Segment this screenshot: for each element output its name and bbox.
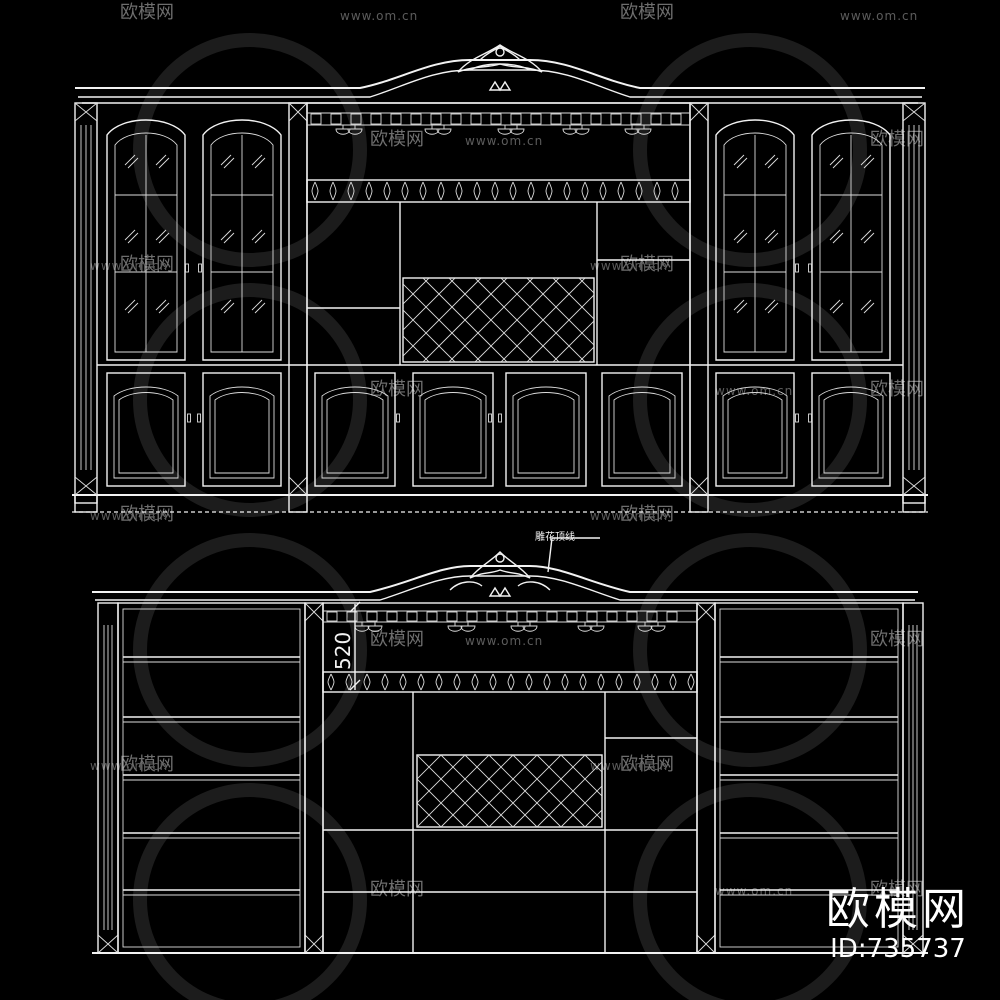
watermark-url: www.om.cn — [715, 384, 793, 398]
watermark-url: www.om.cn — [715, 884, 793, 898]
carved-crown-callout: 雕花顶线 — [535, 530, 600, 573]
watermark-brand: 欧模网 — [620, 504, 674, 525]
watermark-ring — [133, 283, 367, 517]
watermark-ring — [133, 33, 367, 267]
watermark-brand: 欧模网 — [620, 2, 674, 23]
site-name: 欧模网 — [826, 884, 970, 935]
lattice-wine-rack — [403, 278, 594, 362]
post-cross-marks — [74, 102, 926, 496]
watermark-url: www.om.cn — [90, 259, 168, 273]
dentil-band — [307, 112, 690, 126]
model-id: ID:735737 — [830, 934, 966, 964]
watermark-ring — [133, 533, 367, 767]
front-elevation-open-shelving — [92, 551, 928, 954]
lower-panel-doors — [106, 372, 891, 487]
watermark-brand: 欧模网 — [120, 754, 174, 775]
watermark-url: www.om.cn — [590, 259, 668, 273]
lattice-wine-rack-bottom — [417, 755, 602, 827]
watermark-ring — [633, 283, 867, 517]
watermark-url: www.om.cn — [590, 509, 668, 523]
wine-glass-hangers — [335, 124, 652, 135]
watermark-brand: 欧模网 — [370, 879, 424, 900]
watermark-ring — [133, 783, 367, 1000]
post-cross-marks-bottom — [97, 602, 924, 954]
watermark-url: www.om.cn — [465, 634, 543, 648]
pilaster-flutes-bottom — [103, 625, 918, 930]
wine-glass-hangers-bottom — [354, 621, 666, 632]
watermark-brand: 欧模网 — [120, 254, 174, 275]
spindle-rail — [311, 181, 679, 201]
carved-crest-bottom — [449, 551, 551, 598]
watermark-ring — [633, 33, 867, 267]
watermark-brand: 欧模网 — [370, 129, 424, 150]
watermark-brand: 欧模网 — [370, 629, 424, 650]
pilaster-flutes — [80, 125, 920, 470]
watermark-url: www.om.cn — [90, 509, 168, 523]
watermark-brand: 欧模网 — [870, 629, 924, 650]
brand-stamp: 欧模网 ID:735737 — [826, 884, 970, 965]
watermark-url: www.om.cn — [590, 759, 668, 773]
spindle-rail-bottom — [327, 673, 695, 691]
watermark-brand: 欧模网 — [870, 379, 924, 400]
watermark-brand: 欧模网 — [120, 2, 174, 23]
watermark-brand: 欧模网 — [620, 754, 674, 775]
watermark-url: www.om.cn — [90, 759, 168, 773]
watermark-brand: 欧模网 — [870, 129, 924, 150]
watermark-brand: 欧模网 — [620, 254, 674, 275]
dimension-label: 520 — [331, 632, 355, 670]
front-elevation-doors-closed — [72, 44, 928, 513]
carved-crest-top — [457, 44, 543, 92]
dentil-band-bottom — [323, 610, 697, 623]
height-dimension: 520 — [331, 601, 361, 691]
watermark-url: www.om.cn — [465, 134, 543, 148]
watermark-brand: 欧模网 — [370, 379, 424, 400]
watermark-url: www.om.cn — [340, 9, 418, 23]
watermark-url: www.om.cn — [840, 9, 918, 23]
watermark-layer: 欧模网欧模网欧模网欧模网欧模网欧模网欧模网欧模网欧模网欧模网欧模网欧模网欧模网欧… — [90, 2, 924, 1000]
glazed-cabinet-doors — [106, 119, 891, 361]
callout-label: 雕花顶线 — [535, 530, 575, 543]
watermark-ring — [633, 783, 867, 1000]
open-side-shelves — [117, 602, 904, 954]
watermark-ring — [633, 533, 867, 767]
watermark-brand: 欧模网 — [120, 504, 174, 525]
